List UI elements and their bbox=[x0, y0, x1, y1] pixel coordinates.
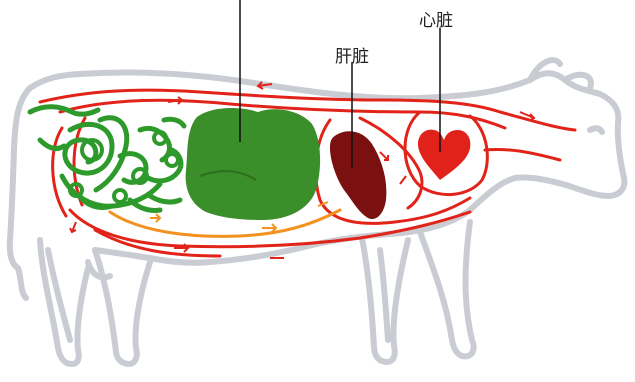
stomach-icon bbox=[186, 108, 320, 220]
intestine-loops bbox=[70, 132, 178, 202]
cow-outline bbox=[10, 60, 625, 364]
liver-label: 肝脏 bbox=[335, 42, 369, 67]
heart-icon bbox=[418, 130, 470, 180]
liver-icon bbox=[330, 131, 386, 219]
heart-label: 心脏 bbox=[419, 6, 453, 31]
